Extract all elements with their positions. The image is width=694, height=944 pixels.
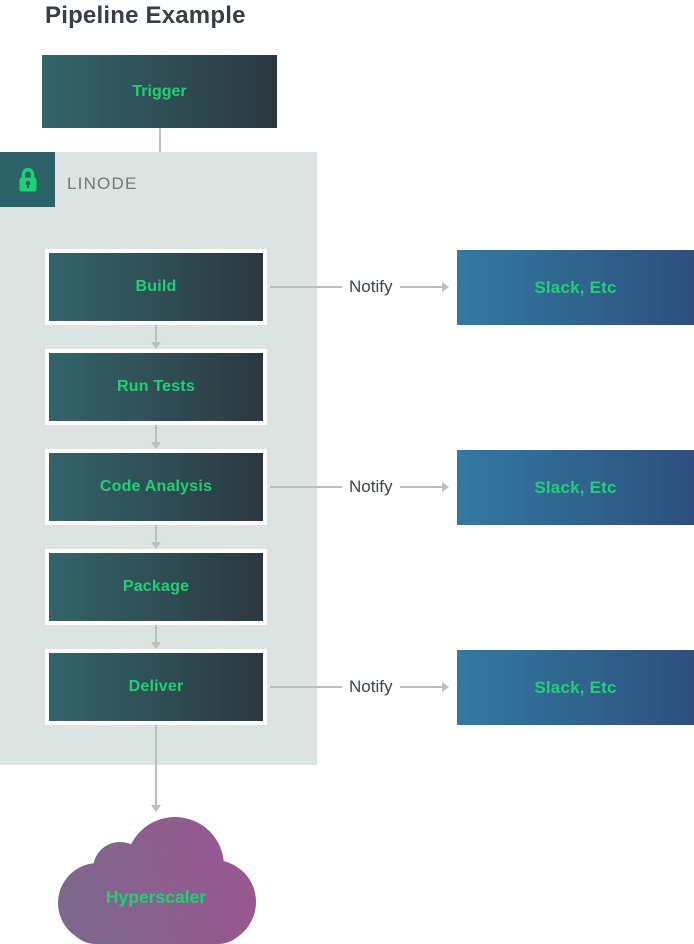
target-label: Slack, Etc <box>534 277 617 297</box>
target-node-slack-2: Slack, Etc <box>457 450 694 525</box>
step-node-code-analysis: Code Analysis <box>45 449 267 525</box>
arrow-build-to-runtests <box>151 325 161 349</box>
notify-line-deliver <box>270 686 342 688</box>
trigger-node: Trigger <box>42 55 277 128</box>
notify-label: Notify <box>349 477 393 496</box>
step-label: Package <box>122 578 190 595</box>
notify-arrow-codeanalysis <box>400 482 449 492</box>
notify-line-codeanalysis <box>270 486 342 488</box>
arrow-codeanalysis-to-package <box>151 525 161 549</box>
step-label: Run Tests <box>117 378 195 395</box>
step-node-package: Package <box>45 549 267 625</box>
notify-line-build <box>270 286 342 288</box>
linode-label: LINODE <box>67 174 138 193</box>
hyperscaler-cloud: Hyperscaler <box>58 817 256 944</box>
step-label: Code Analysis <box>99 478 213 495</box>
lock-badge <box>0 152 55 207</box>
arrow-deliver-to-cloud <box>151 725 161 812</box>
step-label: Build <box>135 278 177 295</box>
target-label: Slack, Etc <box>534 677 617 697</box>
arrow-runtests-to-codeanalysis <box>151 425 161 449</box>
notify-arrow-build <box>400 282 449 292</box>
target-label: Slack, Etc <box>534 477 617 497</box>
notify-label: Notify <box>349 677 393 696</box>
trigger-label: Trigger <box>132 82 187 100</box>
notify-label: Notify <box>349 277 393 296</box>
lock-icon <box>18 167 37 191</box>
step-label: Deliver <box>128 678 184 695</box>
target-node-slack-3: Slack, Etc <box>457 650 694 725</box>
arrow-package-to-deliver <box>151 625 161 649</box>
step-node-build: Build <box>45 249 267 325</box>
notify-arrow-deliver <box>400 682 449 692</box>
step-node-deliver: Deliver <box>45 649 267 725</box>
page-title: Pipeline Example <box>45 2 246 29</box>
cloud-icon: Hyperscaler <box>58 817 256 944</box>
target-node-slack-1: Slack, Etc <box>457 250 694 325</box>
cloud-label: Hyperscaler <box>106 887 206 907</box>
step-node-run-tests: Run Tests <box>45 349 267 425</box>
